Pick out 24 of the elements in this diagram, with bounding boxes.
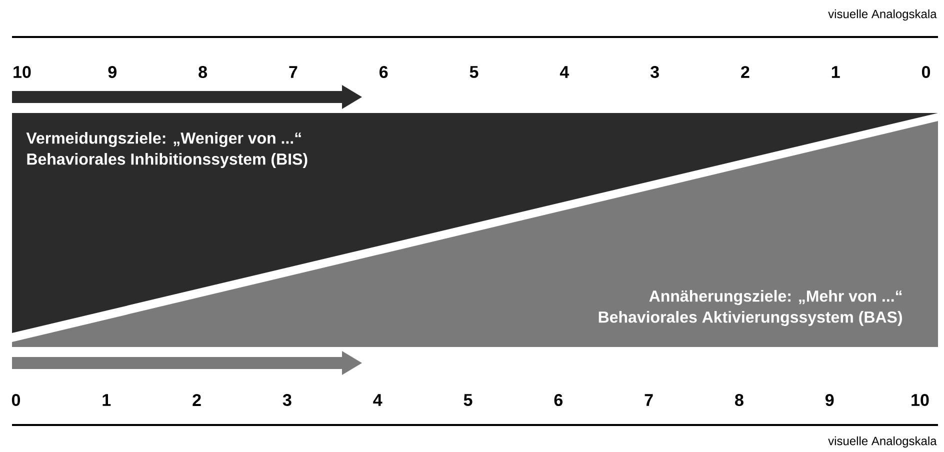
scale-number: 8: [198, 66, 208, 78]
scale-number: 4: [373, 394, 382, 406]
scale-number: 1: [832, 66, 840, 78]
scale-number: 8: [735, 394, 744, 406]
scale-number: 5: [464, 394, 472, 406]
scale-number: 1: [102, 394, 111, 406]
scale-number: 10: [912, 394, 929, 406]
scale-number: 6: [554, 394, 563, 406]
scale-caption: visuelle Analogskala: [828, 436, 937, 448]
scale-number: 0: [922, 66, 930, 78]
scale-number: 7: [644, 394, 653, 406]
scale-number: 2: [741, 66, 750, 78]
scale-caption: visuelle Analogskala: [828, 9, 937, 21]
scale-number: 5: [470, 66, 478, 78]
scale-number: 7: [289, 66, 298, 78]
scale-number: 6: [380, 66, 388, 78]
scale-number: 9: [825, 394, 834, 406]
scale-number: 3: [650, 66, 659, 78]
scale-number: 2: [192, 394, 201, 406]
scale-number: 9: [108, 66, 116, 78]
scale-number: 0: [12, 394, 20, 406]
scale-number: 3: [282, 394, 292, 406]
scale-number: 4: [560, 66, 570, 78]
scale-number: 10: [14, 66, 31, 78]
